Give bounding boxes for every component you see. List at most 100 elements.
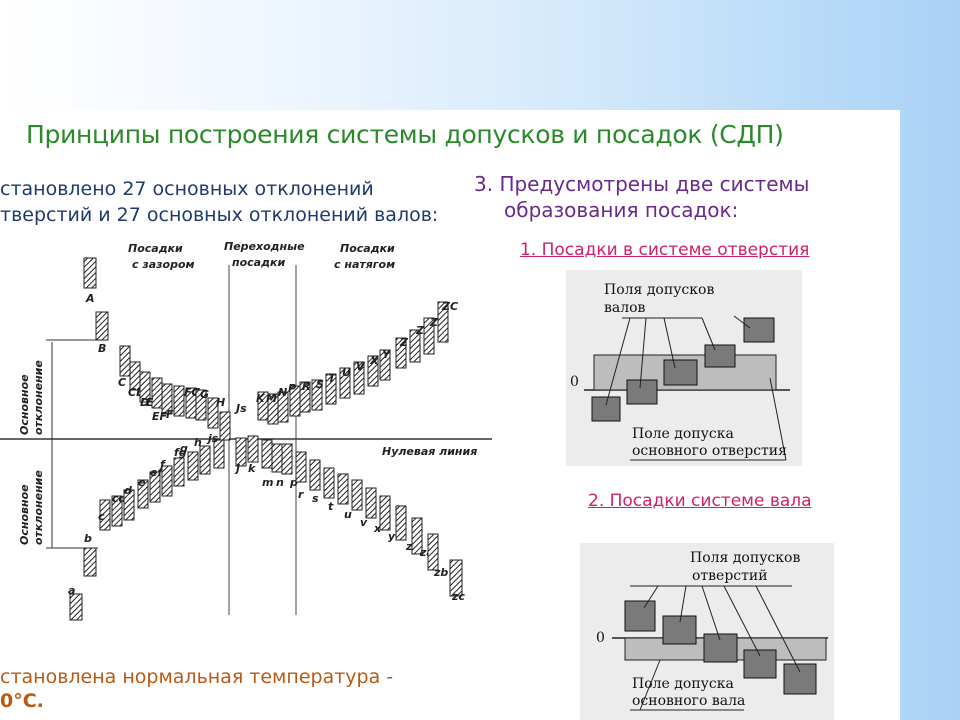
hole-field-label-2: основного отверстия: [632, 443, 787, 459]
point-1-text: становлено 27 основных отклонений тверст…: [0, 176, 438, 228]
shaft-letter-u: u: [344, 508, 352, 521]
shaft-letter-s: s: [312, 492, 319, 505]
shaft-bar-e: [137, 479, 149, 509]
shaft-leader-4: [701, 317, 716, 351]
hole-leader-4: [723, 585, 761, 657]
shaft-leader-5: [733, 315, 751, 329]
hole-letter-ZC: ZC: [441, 300, 458, 313]
shaft-bar-js: [213, 439, 225, 469]
shaft-letter-cd: cd: [112, 492, 127, 505]
shaft-letter-y: y: [388, 530, 396, 543]
hole-bar-D: [139, 371, 151, 403]
hole-bar-X: [367, 355, 379, 387]
shaft-letter-r: r: [298, 488, 304, 501]
shaft-bar-v: [351, 479, 363, 511]
shaft-bar-c: [99, 499, 111, 531]
hole-bar-U: [339, 367, 351, 399]
hole-letter-C: C: [118, 376, 126, 389]
point-2-line-1: становлена нормальная температура -: [0, 666, 394, 688]
slide-title: Принципы построения системы допусков и п…: [26, 120, 784, 149]
hole-letter-F: F: [166, 408, 174, 421]
shaft-letter-v: v: [360, 516, 368, 529]
hole-letter-U: U: [342, 366, 351, 379]
shaft-field-3: [663, 359, 698, 386]
hole-field-1: [624, 600, 656, 632]
shaft-letter-d: d: [124, 484, 132, 497]
hole-leader-2: [679, 585, 687, 623]
hole-bar-H: [207, 397, 219, 429]
hole-letter-S: S: [316, 378, 324, 391]
shaft-field-4: [704, 344, 736, 368]
shaft-bar-j: [235, 437, 247, 467]
shaft-letter-x: x: [373, 522, 382, 535]
shaft-bar-a: [69, 593, 83, 621]
shaft-bar-za: [411, 517, 423, 555]
hole-letter-G: G: [200, 388, 209, 401]
hole-field-3: [703, 633, 738, 663]
shaft-field-2: [626, 379, 658, 405]
shaft-bar-x: [365, 487, 377, 519]
transition-group-label-2: посадки: [232, 256, 285, 269]
hole-bar-T: [325, 373, 337, 405]
hole-bar-N: [277, 391, 289, 423]
hole-letter-M: M: [266, 392, 277, 405]
hole-letter-A: A: [85, 292, 95, 305]
shaft-bar-f: [161, 465, 173, 497]
hole-system-heading: 1. Посадки в системе отверстия: [520, 240, 810, 260]
hole-letter-D: D: [140, 396, 149, 409]
hole-letter-H: H: [216, 396, 225, 409]
shaft-field-leader: [639, 659, 661, 711]
hole-bar-EF: [161, 383, 173, 415]
hole-field-2: [662, 615, 697, 645]
shaft-system-zero-label: 0: [596, 630, 605, 646]
interference-group-label-1: Посадки: [340, 242, 395, 255]
hole-leader-5: [755, 585, 801, 673]
shaft-leader-2: [639, 317, 647, 389]
hole-bar-A: [83, 257, 97, 289]
shaft-letter-zc: zc: [451, 590, 465, 603]
shaft-letter-f: f: [160, 458, 166, 471]
shaft-field-label-1: Поле допуска: [632, 676, 734, 692]
shaft-letter-m: m: [262, 476, 273, 489]
shaft-leader-3: [663, 317, 676, 369]
hole-bar-C: [119, 345, 131, 377]
point-1-line-1: становлено 27 основных отклонений: [0, 178, 374, 200]
clearance-group-label-1: Посадки: [128, 242, 183, 255]
interference-group-label-2: с натягом: [334, 258, 395, 271]
hole-bar-Z: [395, 337, 407, 369]
hole-letter-X: X: [369, 354, 379, 367]
shaft-bar-y: [379, 495, 391, 531]
hole-fields-label-1: Поля допусков: [690, 550, 800, 566]
shaft-system-heading: 2. Посадки системе вала: [588, 491, 812, 511]
hole-system-zero-label: 0: [570, 374, 579, 390]
hole-bar-B: [95, 311, 109, 341]
hole-bar-F: [173, 385, 185, 417]
shaft-bar-b: [83, 547, 97, 577]
shaft-bar-zb: [427, 533, 439, 571]
shaft-bar-r: [295, 451, 307, 483]
shaft-bar-d: [123, 489, 135, 521]
shaft-letter-j: j: [234, 462, 240, 475]
hole-letter-B: B: [98, 342, 106, 355]
point-1-line-2: тверстий и 27 основных отклонений валов:: [0, 204, 439, 226]
shaft-letter-t: t: [328, 500, 334, 513]
shaft-bar-z: [395, 505, 407, 541]
hole-bar-G: [195, 389, 207, 421]
shaft-letter-c: c: [98, 510, 105, 523]
shaft-letter-js: js: [206, 432, 219, 445]
shaft-field-label-2: основного вала: [632, 693, 745, 709]
zero-line-label: Нулевая линия: [382, 445, 477, 458]
hole-letter-K: K: [256, 392, 266, 405]
hole-letter-Js: Js: [234, 402, 247, 415]
hole-leader-3: [701, 585, 721, 641]
shaft-letter-n: n: [276, 476, 284, 489]
point-3-line-1: 3. Предусмотрены две системы: [474, 172, 810, 196]
shaft-letter-h: h: [194, 436, 202, 449]
hole-letter-Y: Y: [382, 348, 391, 361]
hole-fields-label-2: отверстий: [692, 568, 768, 584]
shaft-bar-cd: [111, 495, 123, 527]
shaft-bar-g: [187, 451, 199, 481]
shaft-letter-b: b: [84, 532, 92, 545]
